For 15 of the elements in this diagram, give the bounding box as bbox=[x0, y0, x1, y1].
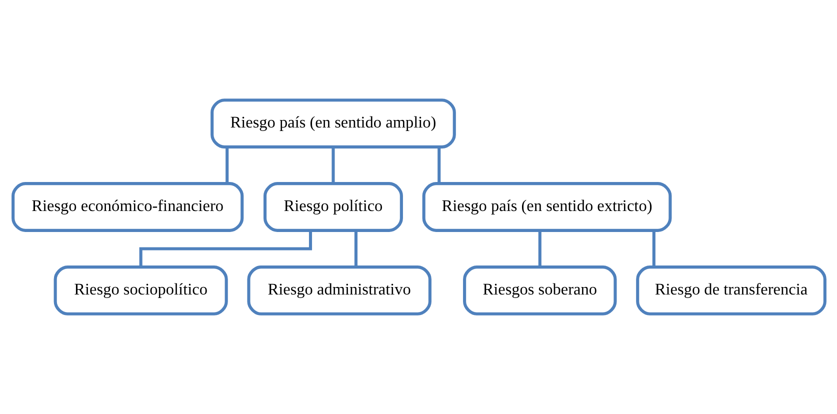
connector bbox=[354, 230, 357, 267]
connector bbox=[437, 147, 440, 184]
connector bbox=[225, 147, 228, 184]
node-box: Riesgo país (en sentido amplio) bbox=[210, 98, 456, 148]
node-box: Riesgo político bbox=[263, 182, 402, 232]
connector bbox=[538, 230, 541, 267]
node-box: Riesgos soberano bbox=[462, 266, 616, 316]
node-box: Riesgo administrativo bbox=[246, 266, 431, 316]
node-box: Riesgo económico-financiero bbox=[11, 182, 244, 232]
connector bbox=[138, 230, 312, 267]
node-box: Riesgo sociopolítico bbox=[53, 266, 228, 316]
connector bbox=[652, 230, 655, 267]
node-box: Riesgo país (en sentido extricto) bbox=[422, 182, 672, 232]
connector bbox=[331, 147, 334, 184]
node-box: Riesgo de transferencia bbox=[636, 266, 826, 316]
